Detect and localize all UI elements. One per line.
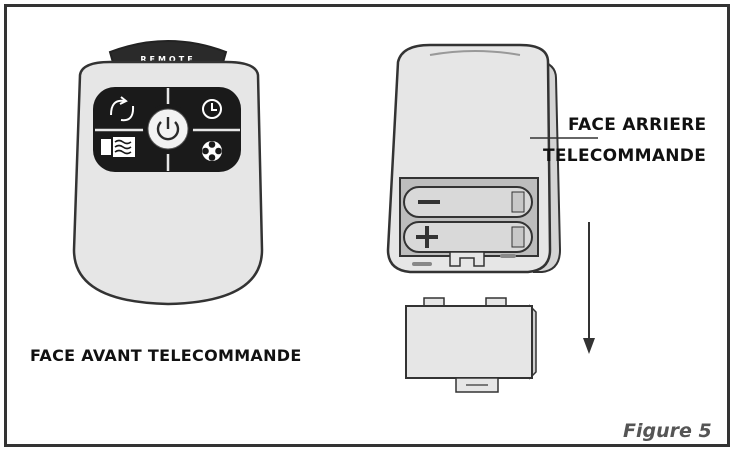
back-remote	[386, 43, 598, 274]
fan-speed-icon	[202, 141, 222, 161]
back-label-line2: TELECOMMANDE	[543, 146, 707, 166]
down-arrow	[583, 222, 595, 354]
oscillation-icon	[110, 96, 135, 122]
back-label-line1: FACE ARRIERE	[568, 115, 707, 135]
battery-top	[403, 186, 533, 218]
remote-brand-cap	[108, 40, 228, 67]
power-button	[143, 104, 193, 154]
battery-cover	[405, 297, 537, 393]
battery-bottom	[403, 221, 533, 253]
power-icon	[156, 117, 180, 141]
wave-mode-icon	[101, 137, 135, 157]
front-remote: REMOTE	[72, 40, 264, 306]
timer-icon	[202, 99, 222, 119]
front-label: FACE AVANT TELECOMMANDE	[30, 346, 302, 365]
plus-terminal	[416, 226, 438, 248]
figure-caption: Figure 5	[623, 420, 712, 442]
remote-brand-text: REMOTE	[140, 55, 195, 64]
